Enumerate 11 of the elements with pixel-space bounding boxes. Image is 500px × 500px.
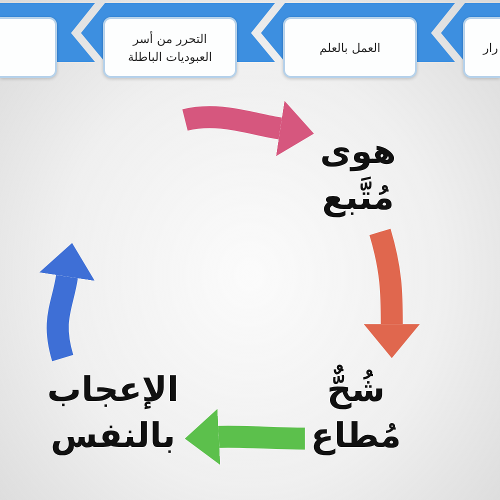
- step-box: [0, 17, 57, 78]
- cycle-stage-text: هوى مُتَّبع: [314, 120, 402, 232]
- step-box: رار: [463, 17, 500, 78]
- curved-arrow: [39, 243, 95, 361]
- curved-arrow: [184, 408, 305, 465]
- step-box: التحرر من أسر العبوديات الباطلة: [103, 17, 237, 78]
- cycle-stage-text: الإعجاب بالنفس: [41, 358, 185, 470]
- step-box: العمل بالعلم: [283, 17, 417, 78]
- cycle-stage-text: شُحٌّ مُطاع: [304, 358, 408, 470]
- curved-arrow: [364, 228, 420, 358]
- curved-arrow: [182, 100, 314, 156]
